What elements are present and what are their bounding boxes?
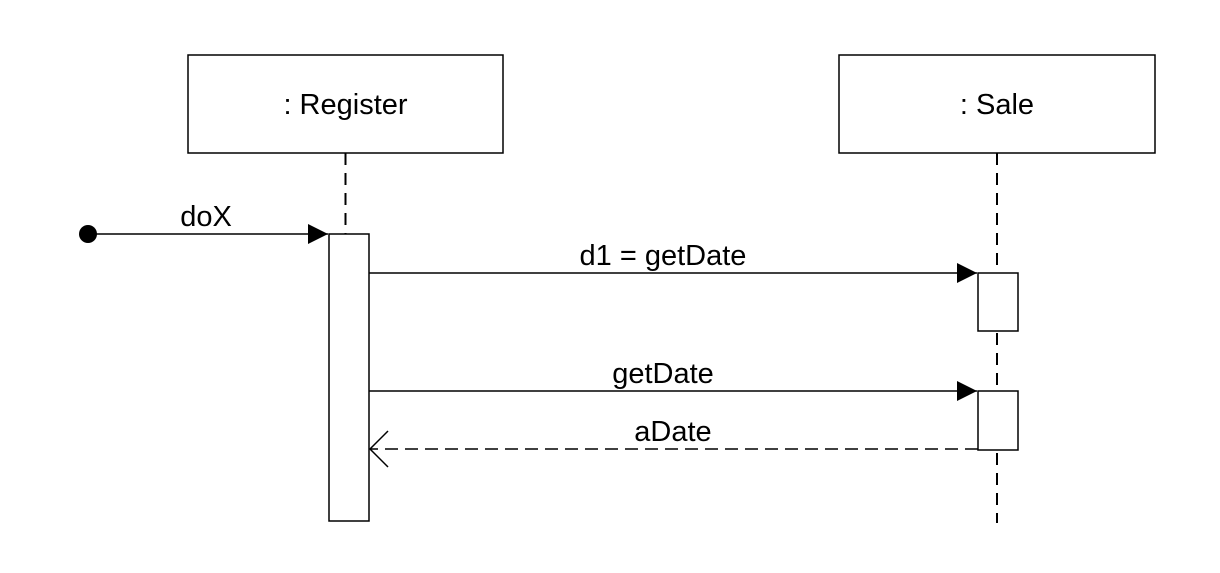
message-dox: doX: [79, 201, 328, 244]
adate-label: aDate: [634, 416, 711, 448]
message-adate-return: aDate: [368, 416, 978, 468]
register-object-box[interactable]: [187, 54, 504, 154]
sale-activation-bar-2[interactable]: [977, 390, 1019, 451]
getdate-label: getDate: [612, 358, 714, 390]
register-activation-bar[interactable]: [328, 233, 370, 522]
sale-object-box[interactable]: [838, 54, 1156, 154]
register-label: : Register: [283, 89, 407, 121]
lifeline-sale: : Sale: [838, 54, 1156, 523]
message-getdate: getDate: [369, 358, 977, 401]
sale-label: : Sale: [960, 89, 1034, 121]
lifeline-register: : Register: [187, 54, 504, 522]
sale-activation-bar-1[interactable]: [977, 272, 1019, 332]
message-d1-getdate: d1 = getDate: [369, 240, 977, 283]
d1-getdate-label: d1 = getDate: [580, 240, 747, 272]
adate-open-arrowhead: [368, 430, 389, 468]
dox-label: doX: [180, 201, 232, 233]
